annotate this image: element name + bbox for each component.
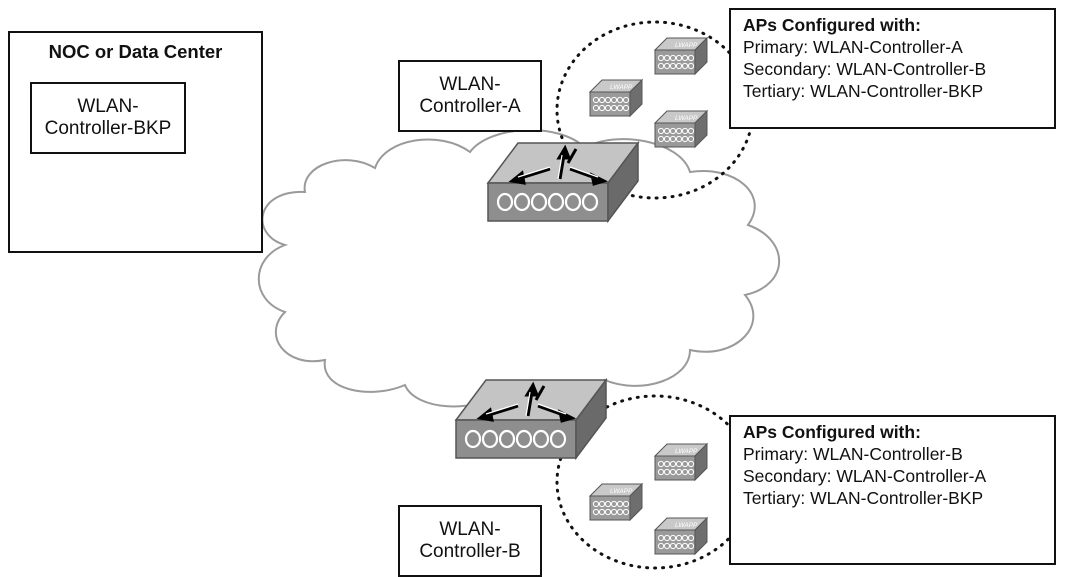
ap-config-a-primary: Primary: WLAN-Controller-A <box>743 37 963 57</box>
ap-config-a-header: APs Configured with: <box>743 15 921 35</box>
controller-bkp-line1: WLAN- <box>77 96 139 117</box>
controller-b-line2: Controller-B <box>419 541 521 562</box>
ap-config-b-header: APs Configured with: <box>743 422 921 442</box>
controller-a-line2: Controller-A <box>419 96 521 117</box>
lightweight-ap-icon <box>654 110 708 148</box>
controller-bkp-label: WLAN- Controller-BKP <box>30 82 186 154</box>
lightweight-ap-icon <box>654 443 708 481</box>
lightweight-ap-icon <box>654 517 708 555</box>
wlan-controller-b-icon <box>454 378 608 460</box>
noc-title: NOC or Data Center <box>48 41 223 62</box>
lightweight-ap-icon <box>654 37 708 75</box>
ap-config-a-secondary: Secondary: WLAN-Controller-B <box>743 59 987 79</box>
controller-bkp-line2: Controller-BKP <box>44 118 172 139</box>
ap-config-b-primary: Primary: WLAN-Controller-B <box>743 444 963 464</box>
controller-a-line1: WLAN- <box>439 74 501 95</box>
lightweight-ap-icon <box>589 483 643 521</box>
controller-a-label: WLAN- Controller-A <box>398 60 542 132</box>
ap-config-a-box: APs Configured with: Primary: WLAN-Contr… <box>729 8 1056 129</box>
controller-b-label: WLAN- Controller-B <box>398 505 542 577</box>
controller-b-line1: WLAN- <box>439 519 501 540</box>
ap-config-b-secondary: Secondary: WLAN-Controller-A <box>743 466 987 486</box>
ap-config-a-tertiary: Tertiary: WLAN-Controller-BKP <box>743 81 984 101</box>
lightweight-ap-icon <box>589 79 643 117</box>
wlan-controller-a-icon <box>486 141 640 223</box>
ap-config-b-box: APs Configured with: Primary: WLAN-Contr… <box>729 415 1056 565</box>
ap-config-b-tertiary: Tertiary: WLAN-Controller-BKP <box>743 488 984 508</box>
